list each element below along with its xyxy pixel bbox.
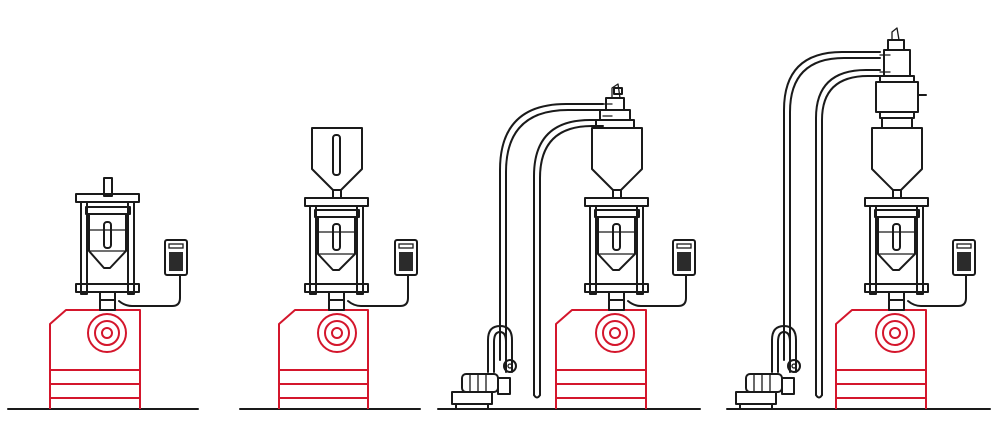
control-cable — [347, 275, 409, 307]
stage-3-dryer-with-conveying — [437, 83, 701, 410]
control-panel-screen — [169, 252, 183, 271]
conveying-line-inner — [815, 69, 881, 396]
vacuum-blower-unit — [735, 325, 801, 410]
vacuum-blower-unit — [451, 325, 517, 410]
dryer-unit — [864, 197, 929, 311]
stage-2-dryer-with-hopper — [239, 127, 421, 410]
processing-machine — [49, 309, 141, 409]
feed-hopper — [591, 127, 643, 199]
vacuum-loader-head — [879, 27, 915, 83]
machine-throat-outer — [87, 313, 127, 353]
control-cable — [118, 275, 181, 307]
intermediate-receiver — [875, 81, 927, 129]
vacuum-loader-head — [595, 83, 635, 129]
feed-hopper — [311, 127, 363, 199]
stage-4-full-system — [726, 27, 991, 410]
conveying-line-inner — [533, 119, 604, 396]
control-panel — [672, 239, 696, 276]
processing-machine — [555, 309, 647, 409]
dryer-unit — [75, 177, 140, 311]
processing-machine — [278, 309, 369, 409]
control-panel-screen — [677, 252, 691, 271]
conveying-line-outer — [783, 51, 881, 361]
control-panel — [952, 239, 976, 276]
conveying-lines — [783, 51, 881, 399]
conveying-lines — [499, 103, 604, 399]
control-panel — [394, 239, 418, 276]
control-cable — [907, 275, 967, 307]
dryer-unit — [304, 197, 369, 311]
feed-hopper — [871, 127, 923, 199]
processing-machine — [835, 309, 927, 409]
dryer-unit — [584, 197, 649, 311]
top-pipe — [103, 177, 113, 197]
conveying-line-outer — [499, 103, 604, 361]
control-cable — [627, 275, 687, 307]
control-panel — [164, 239, 188, 276]
control-panel-screen — [957, 252, 971, 271]
control-panel-screen — [399, 252, 413, 271]
stage-1-basic-dryer — [7, 177, 199, 410]
